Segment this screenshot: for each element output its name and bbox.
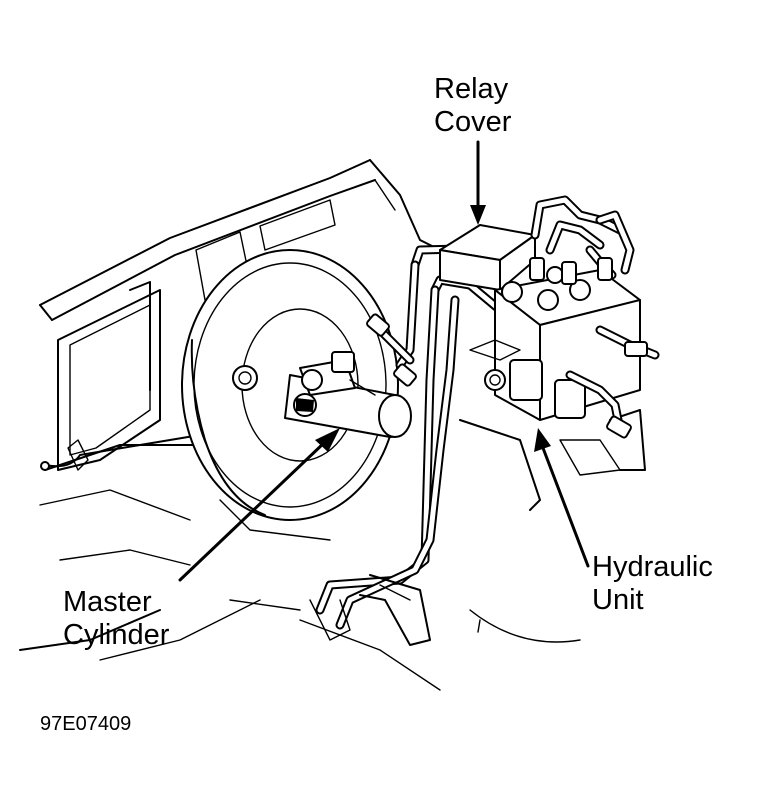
callout-arrows (178, 140, 590, 582)
relay-cover-label-line-1: Relay (434, 73, 509, 105)
relay-cover-label-line-2: Cover (434, 106, 512, 138)
hydraulic-unit-arrow (541, 446, 590, 568)
hydraulic-unit-label: Hydraulic Unit (592, 551, 713, 617)
hydraulic-unit (459, 266, 646, 511)
mounting-bracket (229, 574, 581, 691)
hydraulic-unit-label-line-1: Hydraulic (592, 551, 713, 583)
master-cylinder-label-line-1: Master (63, 586, 152, 618)
master-cylinder-label-line-2: Cylinder (63, 619, 170, 651)
fender-panel (19, 159, 441, 661)
relay-cover (439, 224, 536, 291)
relay-cover-label: Relay Cover (434, 73, 511, 139)
master-cylinder-label: Master Cylinder (63, 586, 169, 652)
master-cylinder-arrow (178, 440, 327, 582)
figure-code: 97E07409 (40, 713, 132, 735)
hydraulic-tubing (529, 195, 660, 439)
hydraulic-unit-label-line-2: Unit (592, 584, 644, 616)
wiring-harness (40, 414, 291, 471)
master-cylinder (284, 351, 412, 438)
